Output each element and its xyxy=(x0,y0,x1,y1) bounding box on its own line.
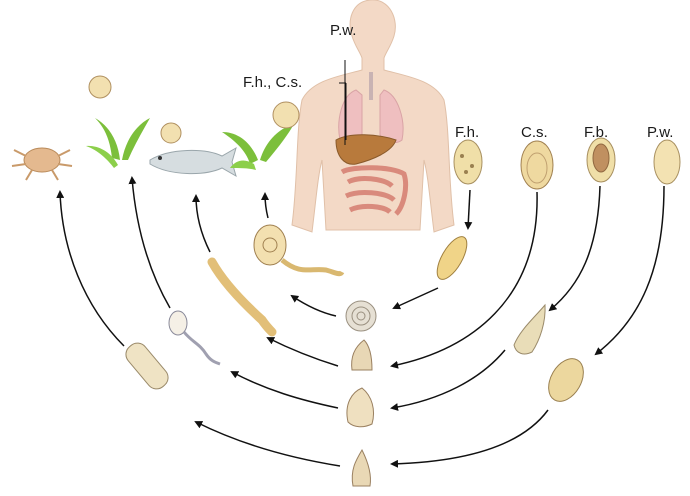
egg-cs-icon xyxy=(521,141,553,189)
label-fh-cs: F.h., C.s. xyxy=(243,74,302,91)
larva-pw-icon xyxy=(542,353,591,408)
larva-fb-icon xyxy=(514,305,545,354)
redia-icon xyxy=(212,262,272,332)
larva-fh-icon xyxy=(431,232,472,284)
cercaria-icon xyxy=(254,225,342,274)
egg-fb-icon xyxy=(587,138,615,182)
label-egg-pw: P.w. xyxy=(647,124,673,141)
snail-3-icon xyxy=(352,450,370,486)
water-plant-icon xyxy=(86,76,150,168)
crab-icon xyxy=(12,148,72,180)
egg-fh-icon xyxy=(454,140,482,184)
water-caltrop-icon xyxy=(222,102,299,170)
human-figure xyxy=(292,0,454,232)
snail-1-icon xyxy=(352,340,372,370)
label-pw-top: P.w. xyxy=(330,22,356,39)
label-egg-fh: F.h. xyxy=(455,124,479,141)
snail-2-icon xyxy=(347,388,374,427)
label-egg-cs: C.s. xyxy=(521,124,548,141)
fish-icon xyxy=(150,123,236,176)
snail-planorbid-icon xyxy=(346,301,376,331)
cercaria-tail-icon xyxy=(169,311,220,364)
sporocyst-icon xyxy=(122,339,172,393)
label-egg-fb: F.b. xyxy=(584,124,608,141)
egg-pw-icon xyxy=(654,140,680,184)
